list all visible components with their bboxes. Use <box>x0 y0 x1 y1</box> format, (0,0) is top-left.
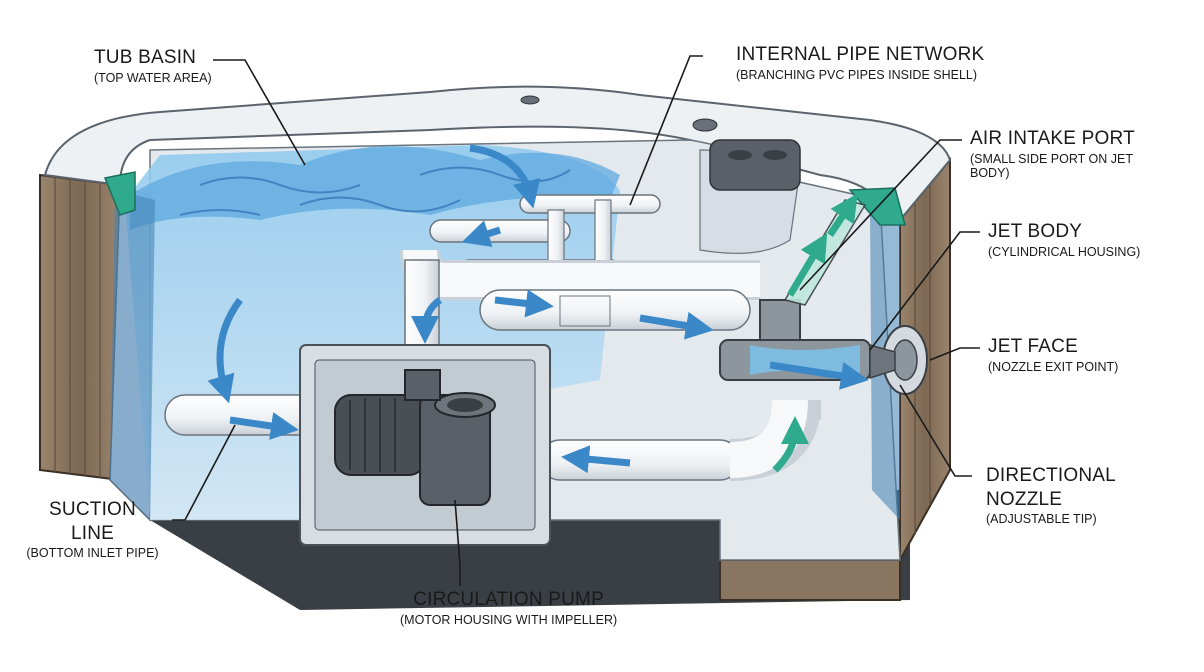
label-jet-body: JET BODY (CYLINDRICAL HOUSING) <box>988 221 1141 259</box>
label-title: CIRCULATION PUMP <box>413 589 604 610</box>
label-circulation-pump: CIRCULATION PUMP (MOTOR HOUSING WITH IMP… <box>400 589 618 627</box>
label-title: DIRECTIONAL <box>986 465 1116 486</box>
label-sub: (ADJUSTABLE TIP) <box>986 512 1097 527</box>
label-sub: (TOP WATER AREA) <box>94 70 212 85</box>
label-title: JET FACE <box>988 336 1078 357</box>
flow-arrows <box>207 144 869 474</box>
label-sub: (BRANCHING PVC PIPES INSIDE SHELL) <box>736 67 978 82</box>
label-sub-2: BODY) <box>970 166 1010 181</box>
label-jet-face: JET FACE (NOZZLE EXIT POINT) <box>988 336 1119 374</box>
label-directional-nozzle: DIRECTIONAL NOZZLE (ADJUSTABLE TIP) <box>986 465 1116 527</box>
label-air-intake-port: AIR INTAKE PORT (SMALL SIDE PORT ON JET … <box>970 128 1135 181</box>
label-title: SUCTION <box>49 499 136 520</box>
label-sub: (NOZZLE EXIT POINT) <box>988 359 1119 374</box>
label-title: INTERNAL PIPE NETWORK <box>736 44 985 65</box>
left-rim-clip <box>103 171 136 216</box>
label-title: TUB BASIN <box>94 47 197 68</box>
left-wall-cut <box>110 190 155 520</box>
label-sub: (MOTOR HOUSING WITH IMPELLER) <box>400 612 618 627</box>
label-sub: (BOTTOM INLET PIPE) <box>26 546 159 561</box>
jet-assembly <box>719 199 928 395</box>
label-internal-pipe-network: INTERNAL PIPE NETWORK (BRANCHING PVC PIP… <box>736 44 985 82</box>
label-suction-line: SUCTION LINE (BOTTOM INLET PIPE) <box>10 499 175 561</box>
label-sub: (SMALL SIDE PORT ON JET <box>970 151 1134 166</box>
label-sub: (CYLINDRICAL HOUSING) <box>988 244 1141 259</box>
label-tub-basin: TUB BASIN (TOP WATER AREA) <box>94 47 212 85</box>
label-title: AIR INTAKE PORT <box>970 128 1135 149</box>
label-title: JET BODY <box>988 221 1083 242</box>
label-title-2: LINE <box>70 522 115 544</box>
label-title-2: NOZZLE <box>986 488 1063 510</box>
leader-lines <box>172 55 980 586</box>
circulation-pump <box>299 344 551 546</box>
